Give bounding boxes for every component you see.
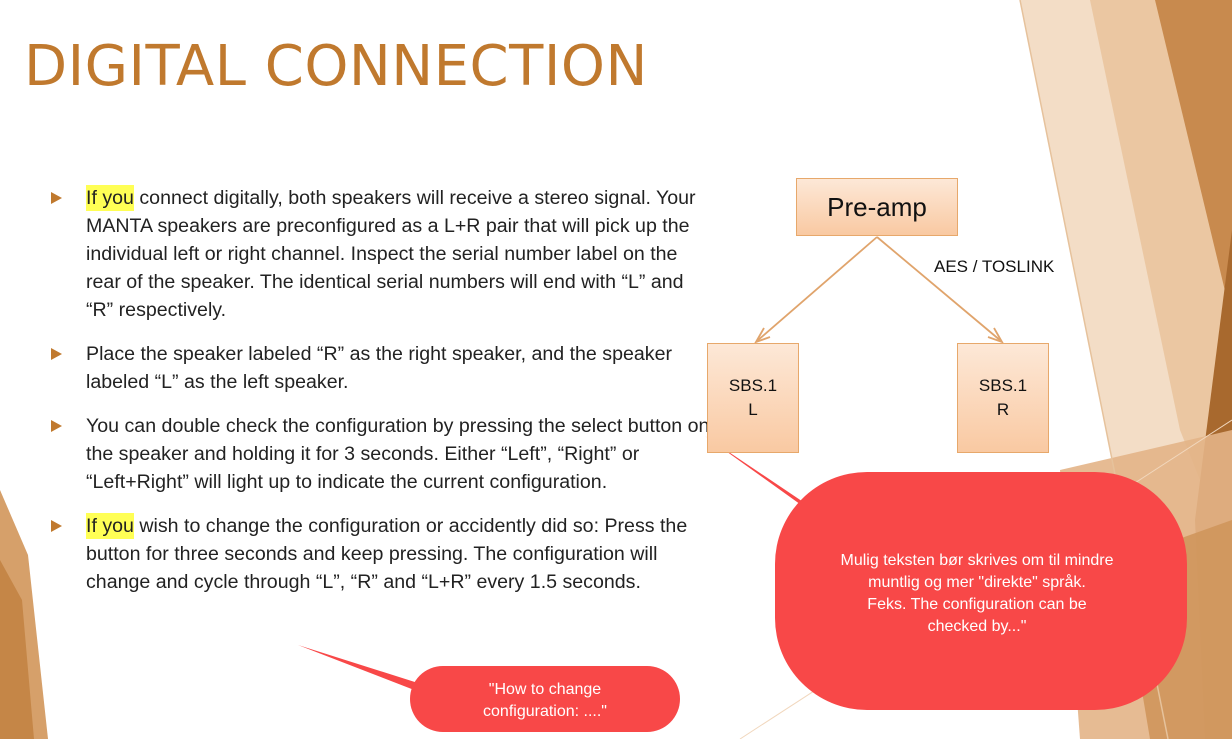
preamp-box[interactable]: Pre-amp [796, 178, 958, 236]
speaker-right-box[interactable]: SBS.1 R [957, 343, 1049, 453]
bullet-item-4: If you wish to change the configuration … [50, 512, 710, 596]
comment-big-line: checked by..." [927, 618, 1027, 635]
left-facet-dark [0, 560, 34, 739]
bullet-text: wish to change the configuration or acci… [86, 515, 688, 593]
comment-small-line: "How to change [488, 681, 602, 698]
comment-callout-small[interactable] [298, 645, 680, 732]
highlighted-text[interactable]: If you [86, 185, 134, 211]
comment-callout-big[interactable] [705, 436, 1187, 710]
bullet-item-3: You can double check the configuration b… [50, 412, 710, 496]
comment-big-line: muntlig og mer "direkte" språk. [868, 574, 1086, 591]
connector-left-arrowhead [754, 327, 771, 344]
bullet-arrow-icon [51, 420, 62, 432]
connector-right [876, 236, 1002, 342]
bullet-text: You can double check the configuration b… [86, 415, 710, 493]
speaker-right-model: SBS.1 [978, 376, 1028, 395]
callout-small-body [410, 666, 680, 732]
slide-title: DIGITAL CONNECTION [24, 34, 648, 99]
comment-big-line: Feks. The configuration can be [867, 596, 1087, 613]
comment-big-line: Mulig teksten bør skrives om til mindre [840, 552, 1114, 569]
speaker-left-box[interactable]: SBS.1 L [707, 343, 799, 453]
connector-right-arrowhead [987, 327, 1004, 344]
comment-small-line: configuration: ...." [483, 703, 607, 720]
bullet-item-1: If you connect digitally, both speakers … [50, 184, 710, 324]
bullet-item-2: Place the speaker labeled “R” as the rig… [50, 340, 710, 396]
bullet-text: Place the speaker labeled “R” as the rig… [86, 343, 672, 393]
speaker-right-channel: R [996, 400, 1010, 419]
highlighted-text[interactable]: If you [86, 513, 134, 539]
facet-dark [1155, 0, 1232, 320]
speaker-left-channel: L [748, 400, 758, 419]
connector-left [756, 236, 878, 342]
callout-big-body [775, 472, 1187, 710]
bullet-arrow-icon [51, 348, 62, 360]
speaker-left-model: SBS.1 [728, 376, 778, 395]
bullet-list: If you connect digitally, both speakers … [50, 184, 710, 612]
comment-big-text[interactable]: Mulig teksten bør skrives om til mindre … [804, 550, 1150, 638]
bullet-arrow-icon [51, 192, 62, 204]
bullet-arrow-icon [51, 520, 62, 532]
connection-label: AES / TOSLINK [934, 257, 1055, 276]
bullet-text: connect digitally, both speakers will re… [86, 187, 696, 321]
comment-small-text[interactable]: "How to change configuration: ...." [420, 679, 670, 723]
callout-small-pointer [298, 645, 440, 700]
